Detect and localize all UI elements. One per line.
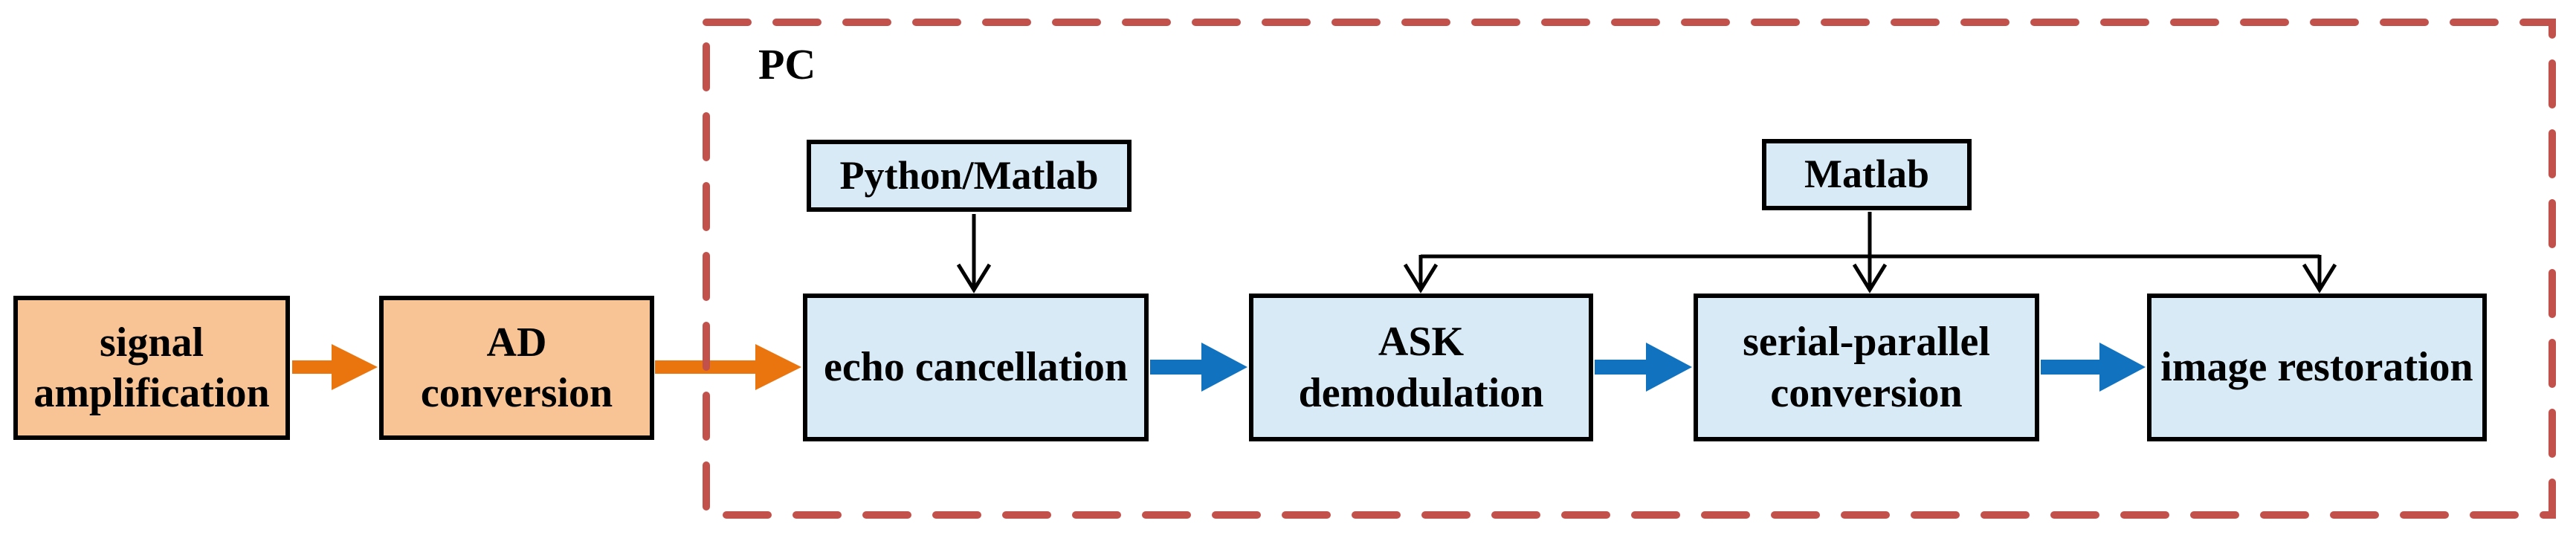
arrowhead-python-matlab-to-echo [956,263,992,294]
node-echo-cancellation: echo cancellation [803,294,1149,441]
node-label-line: ASK [1378,319,1465,366]
orange-arrow-ad-to-echo [655,344,801,390]
orange-arrow-signal-to-ad [292,344,378,390]
node-label-line: serial-parallel [1743,319,1990,366]
node-label-line: Matlab [1804,152,1929,197]
node-label-line: AD [486,319,547,366]
node-label-line: image restoration [2160,344,2473,391]
node-label-line: Python/Matlab [839,152,1099,198]
node-serial-parallel-conversion: serial-parallel conversion [1694,294,2039,441]
node-label-line: conversion [1770,369,1963,416]
node-python-matlab: Python/Matlab [807,140,1132,212]
pc-dashed-container [703,19,2556,519]
node-image-restoration: image restoration [2147,294,2487,441]
node-label-line: amplification [33,370,270,416]
node-signal-amplification: signal amplification [13,296,290,440]
arrowhead-matlab-to-serial [1852,263,1888,294]
blue-arrow-serial-to-image [2041,343,2146,392]
arrowhead-matlab-to-image [2302,263,2337,294]
node-ask-demodulation: ASK demodulation [1249,294,1593,441]
pc-container-label: PC [758,40,816,88]
blue-arrow-echo-to-ask [1150,343,1247,392]
node-ad-conversion: AD conversion [379,296,654,440]
node-matlab: Matlab [1762,139,1972,210]
node-label-line: echo cancellation [823,344,1129,391]
node-label-line: demodulation [1298,369,1544,416]
node-label-line: signal [99,319,204,366]
blue-arrow-ask-to-serial [1595,343,1692,392]
node-label-line: conversion [420,370,613,416]
arrowhead-matlab-to-ask [1403,263,1439,294]
